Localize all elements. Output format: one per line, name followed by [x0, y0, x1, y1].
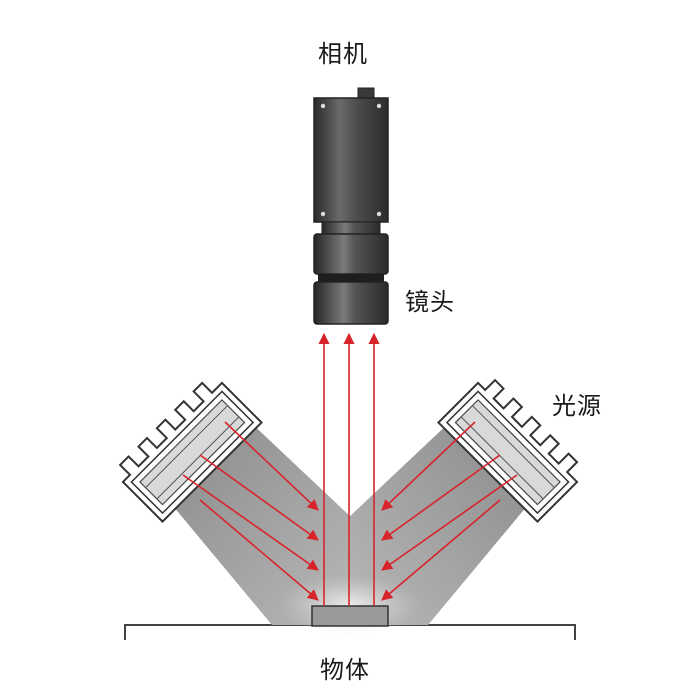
camera-body [313, 87, 389, 223]
lens-label: 镜头 [405, 288, 455, 316]
object-block [311, 605, 389, 627]
lens [313, 221, 389, 325]
light-source-label: 光源 [552, 392, 602, 420]
object-label: 物体 [320, 656, 370, 684]
reflected-rays [318, 332, 380, 606]
incident-rays-right [381, 421, 518, 601]
incident-rays-left [182, 421, 319, 601]
camera-label: 相机 [318, 40, 368, 68]
